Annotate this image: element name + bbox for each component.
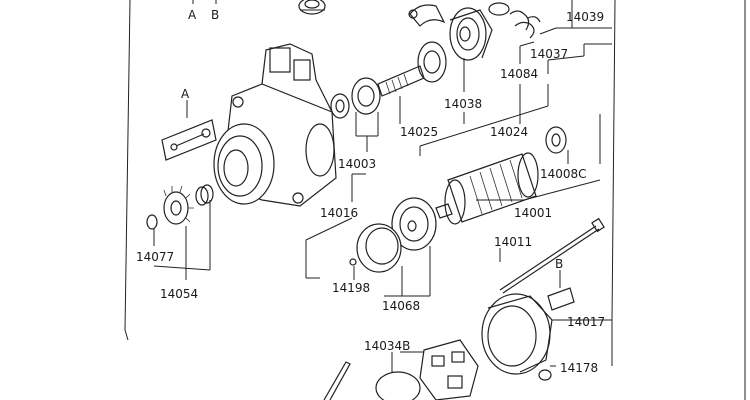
ref-b-top: B <box>211 8 219 22</box>
bolt-a <box>161 100 217 161</box>
ref-b-screw: B <box>555 257 563 271</box>
part-14016: 14016 <box>320 206 358 220</box>
through-bolt <box>499 217 605 294</box>
ref-a-top: A <box>188 8 197 22</box>
part-14178: 14178 <box>560 361 598 375</box>
part-14024: 14024 <box>490 125 528 139</box>
part-14003: 14003 <box>338 157 376 171</box>
leader-lines <box>153 0 613 372</box>
part-14054: 14054 <box>160 287 198 301</box>
part-14068: 14068 <box>382 299 420 313</box>
part-14077: 14077 <box>136 250 174 264</box>
top-small-parts <box>192 0 326 15</box>
part-14037: 14037 <box>530 47 568 61</box>
brush-holder <box>323 339 479 400</box>
ref-a-bolt: A <box>181 87 190 101</box>
part-14025: 14025 <box>400 125 438 139</box>
end-frame <box>481 293 553 381</box>
shaft-assembly <box>330 41 447 119</box>
part-14017: 14017 <box>567 315 605 329</box>
armature <box>435 126 567 225</box>
part-14038: 14038 <box>444 97 482 111</box>
clip-parts <box>408 2 541 61</box>
part-14084: 14084 <box>500 67 538 81</box>
part-14034b: 14034B <box>364 339 410 353</box>
part-14001: 14001 <box>514 206 552 220</box>
part-14008c: 14008C <box>540 167 587 181</box>
pinion-gear <box>146 184 214 230</box>
part-14039: 14039 <box>566 10 604 24</box>
screw-b <box>547 270 575 311</box>
plates <box>349 197 437 273</box>
part-14198: 14198 <box>332 281 370 295</box>
motor-housing <box>213 43 337 207</box>
part-14011: 14011 <box>494 235 532 249</box>
frame-lines <box>124 0 746 400</box>
